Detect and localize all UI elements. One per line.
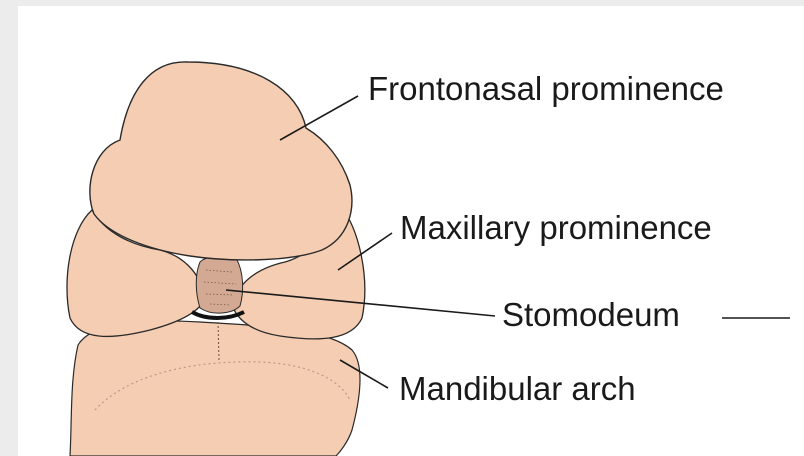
frontonasal-prominence-shape <box>90 62 352 260</box>
stomodeum-shape <box>196 256 242 313</box>
label-stomodeum: Stomodeum <box>502 298 680 331</box>
label-frontonasal-prominence: Frontonasal prominence <box>368 72 724 105</box>
label-maxillary-prominence: Maxillary prominence <box>400 211 712 244</box>
mandibular-arch-shape <box>70 321 360 456</box>
label-mandibular-arch: Mandibular arch <box>399 372 636 405</box>
